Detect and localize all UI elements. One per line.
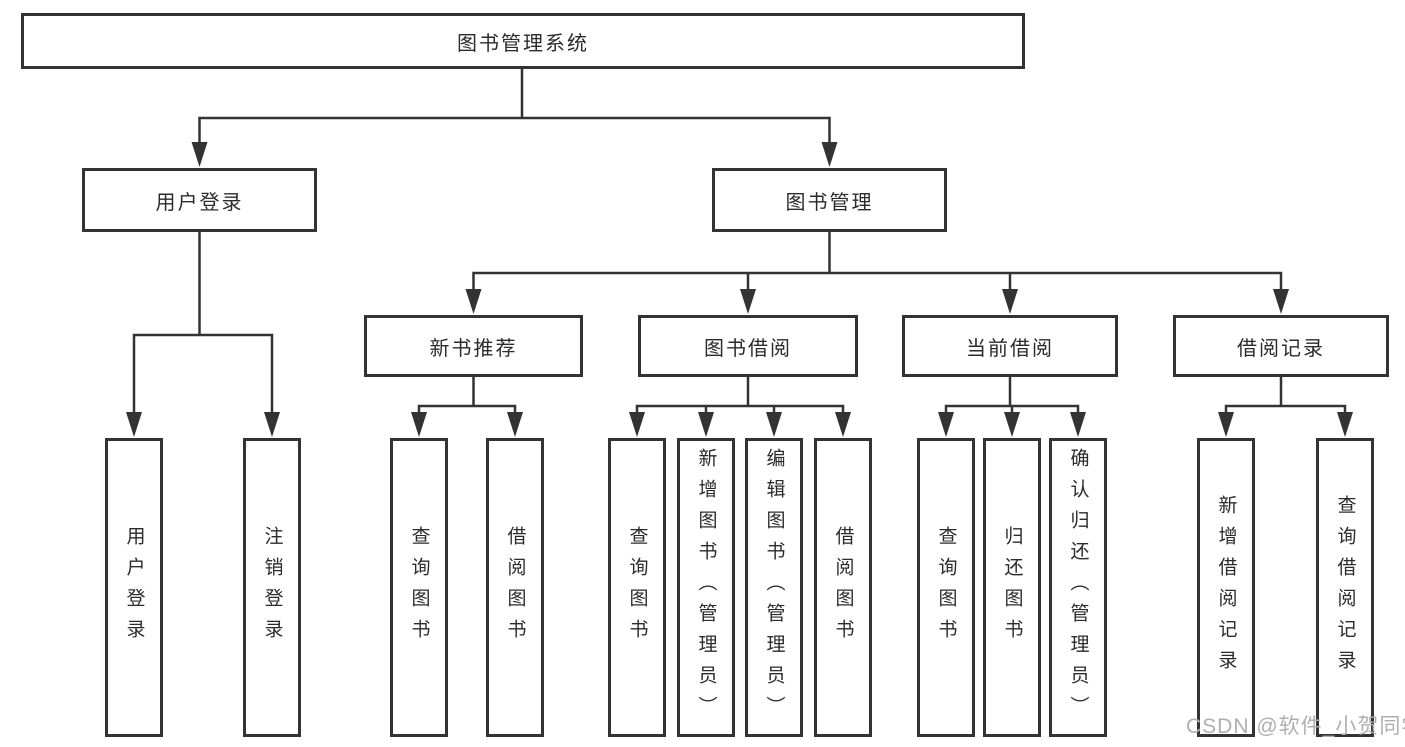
edge-from-root <box>198 67 831 158</box>
arrowhead-icon <box>821 142 838 167</box>
edge-from-borrow-record <box>1224 375 1347 428</box>
node-label-leaf-return-books: 归还图书 <box>1001 525 1023 650</box>
node-leaf-logout: 注销登录 <box>243 438 301 737</box>
node-book-borrow: 图书借阅 <box>638 315 858 377</box>
arrowhead-icon <box>126 412 142 437</box>
edge-from-book-borrow <box>635 375 845 428</box>
arrowhead-icon <box>411 412 427 437</box>
arrowhead-icon <box>191 142 208 167</box>
node-label-leaf-edit-books-admin: 编辑图书（管理员） <box>763 448 785 727</box>
node-leaf-query-borrow-record: 查询借阅记录 <box>1316 438 1374 737</box>
node-leaf-confirm-return: 确认归还（管理员） <box>1049 438 1107 737</box>
node-label-leaf-query-books-cur: 查询图书 <box>935 525 957 650</box>
node-label-leaf-add-borrow-record: 新增借阅记录 <box>1215 494 1237 681</box>
arrowhead-icon <box>1273 289 1289 314</box>
arrowhead-icon <box>835 412 851 437</box>
node-leaf-borrow-books-bor: 借阅图书 <box>814 438 872 737</box>
node-label-leaf-query-books-rec: 查询图书 <box>408 525 430 650</box>
arrowhead-icon <box>465 289 482 314</box>
node-leaf-query-books-cur: 查询图书 <box>917 438 975 737</box>
node-label-new-book-rec: 新书推荐 <box>429 337 518 360</box>
node-label-book-mgmt: 图书管理 <box>785 191 874 214</box>
node-leaf-query-books-rec: 查询图书 <box>390 438 448 737</box>
edge-from-book-mgmt <box>472 230 1283 305</box>
arrowhead-icon <box>507 412 523 437</box>
edge-from-user-login <box>132 230 274 428</box>
node-label-leaf-logout: 注销登录 <box>261 525 283 650</box>
arrowhead-icon <box>1002 289 1018 314</box>
node-label-leaf-borrow-books-rec: 借阅图书 <box>504 525 526 650</box>
node-label-leaf-query-borrow-record: 查询借阅记录 <box>1334 494 1356 681</box>
arrowhead-icon <box>1070 412 1086 437</box>
node-current-borrow: 当前借阅 <box>902 315 1118 377</box>
node-user-login: 用户登录 <box>82 168 317 232</box>
node-label-leaf-add-books-admin: 新增图书（管理员） <box>695 448 717 727</box>
node-label-leaf-borrow-books-bor: 借阅图书 <box>832 525 854 650</box>
node-label-borrow-record: 借阅记录 <box>1237 337 1325 360</box>
node-leaf-borrow-books-rec: 借阅图书 <box>486 438 544 737</box>
node-root: 图书管理系统 <box>21 13 1025 69</box>
edge-from-new-book-rec <box>417 375 517 428</box>
node-label-leaf-confirm-return: 确认归还（管理员） <box>1067 448 1089 727</box>
node-borrow-record: 借阅记录 <box>1173 315 1389 377</box>
node-label-current-borrow: 当前借阅 <box>966 337 1054 360</box>
arrowhead-icon <box>698 412 714 437</box>
node-leaf-query-books-bor: 查询图书 <box>608 438 666 737</box>
watermark: CSDN @软件_小贺同学 <box>1186 715 1405 738</box>
arrowhead-icon <box>1004 412 1020 437</box>
node-leaf-return-books: 归还图书 <box>983 438 1041 737</box>
node-label-leaf-user-login: 用户登录 <box>123 525 145 650</box>
node-leaf-add-borrow-record: 新增借阅记录 <box>1197 438 1255 737</box>
arrowhead-icon <box>1218 412 1234 437</box>
arrowhead-icon <box>1337 412 1353 437</box>
arrowhead-icon <box>629 412 645 437</box>
node-label-user-login: 用户登录 <box>155 191 244 214</box>
node-label-book-borrow: 图书借阅 <box>704 337 792 360</box>
arrowhead-icon <box>938 412 954 437</box>
node-book-mgmt: 图书管理 <box>712 168 947 232</box>
node-leaf-edit-books-admin: 编辑图书（管理员） <box>745 438 803 737</box>
node-leaf-add-books-admin: 新增图书（管理员） <box>677 438 735 737</box>
arrowhead-icon <box>766 412 782 437</box>
arrowhead-icon <box>264 412 280 437</box>
node-label-root: 图书管理系统 <box>457 32 589 55</box>
node-leaf-user-login: 用户登录 <box>105 438 163 737</box>
arrowhead-icon <box>740 289 756 314</box>
node-new-book-rec: 新书推荐 <box>364 315 583 377</box>
node-label-leaf-query-books-bor: 查询图书 <box>626 525 648 650</box>
